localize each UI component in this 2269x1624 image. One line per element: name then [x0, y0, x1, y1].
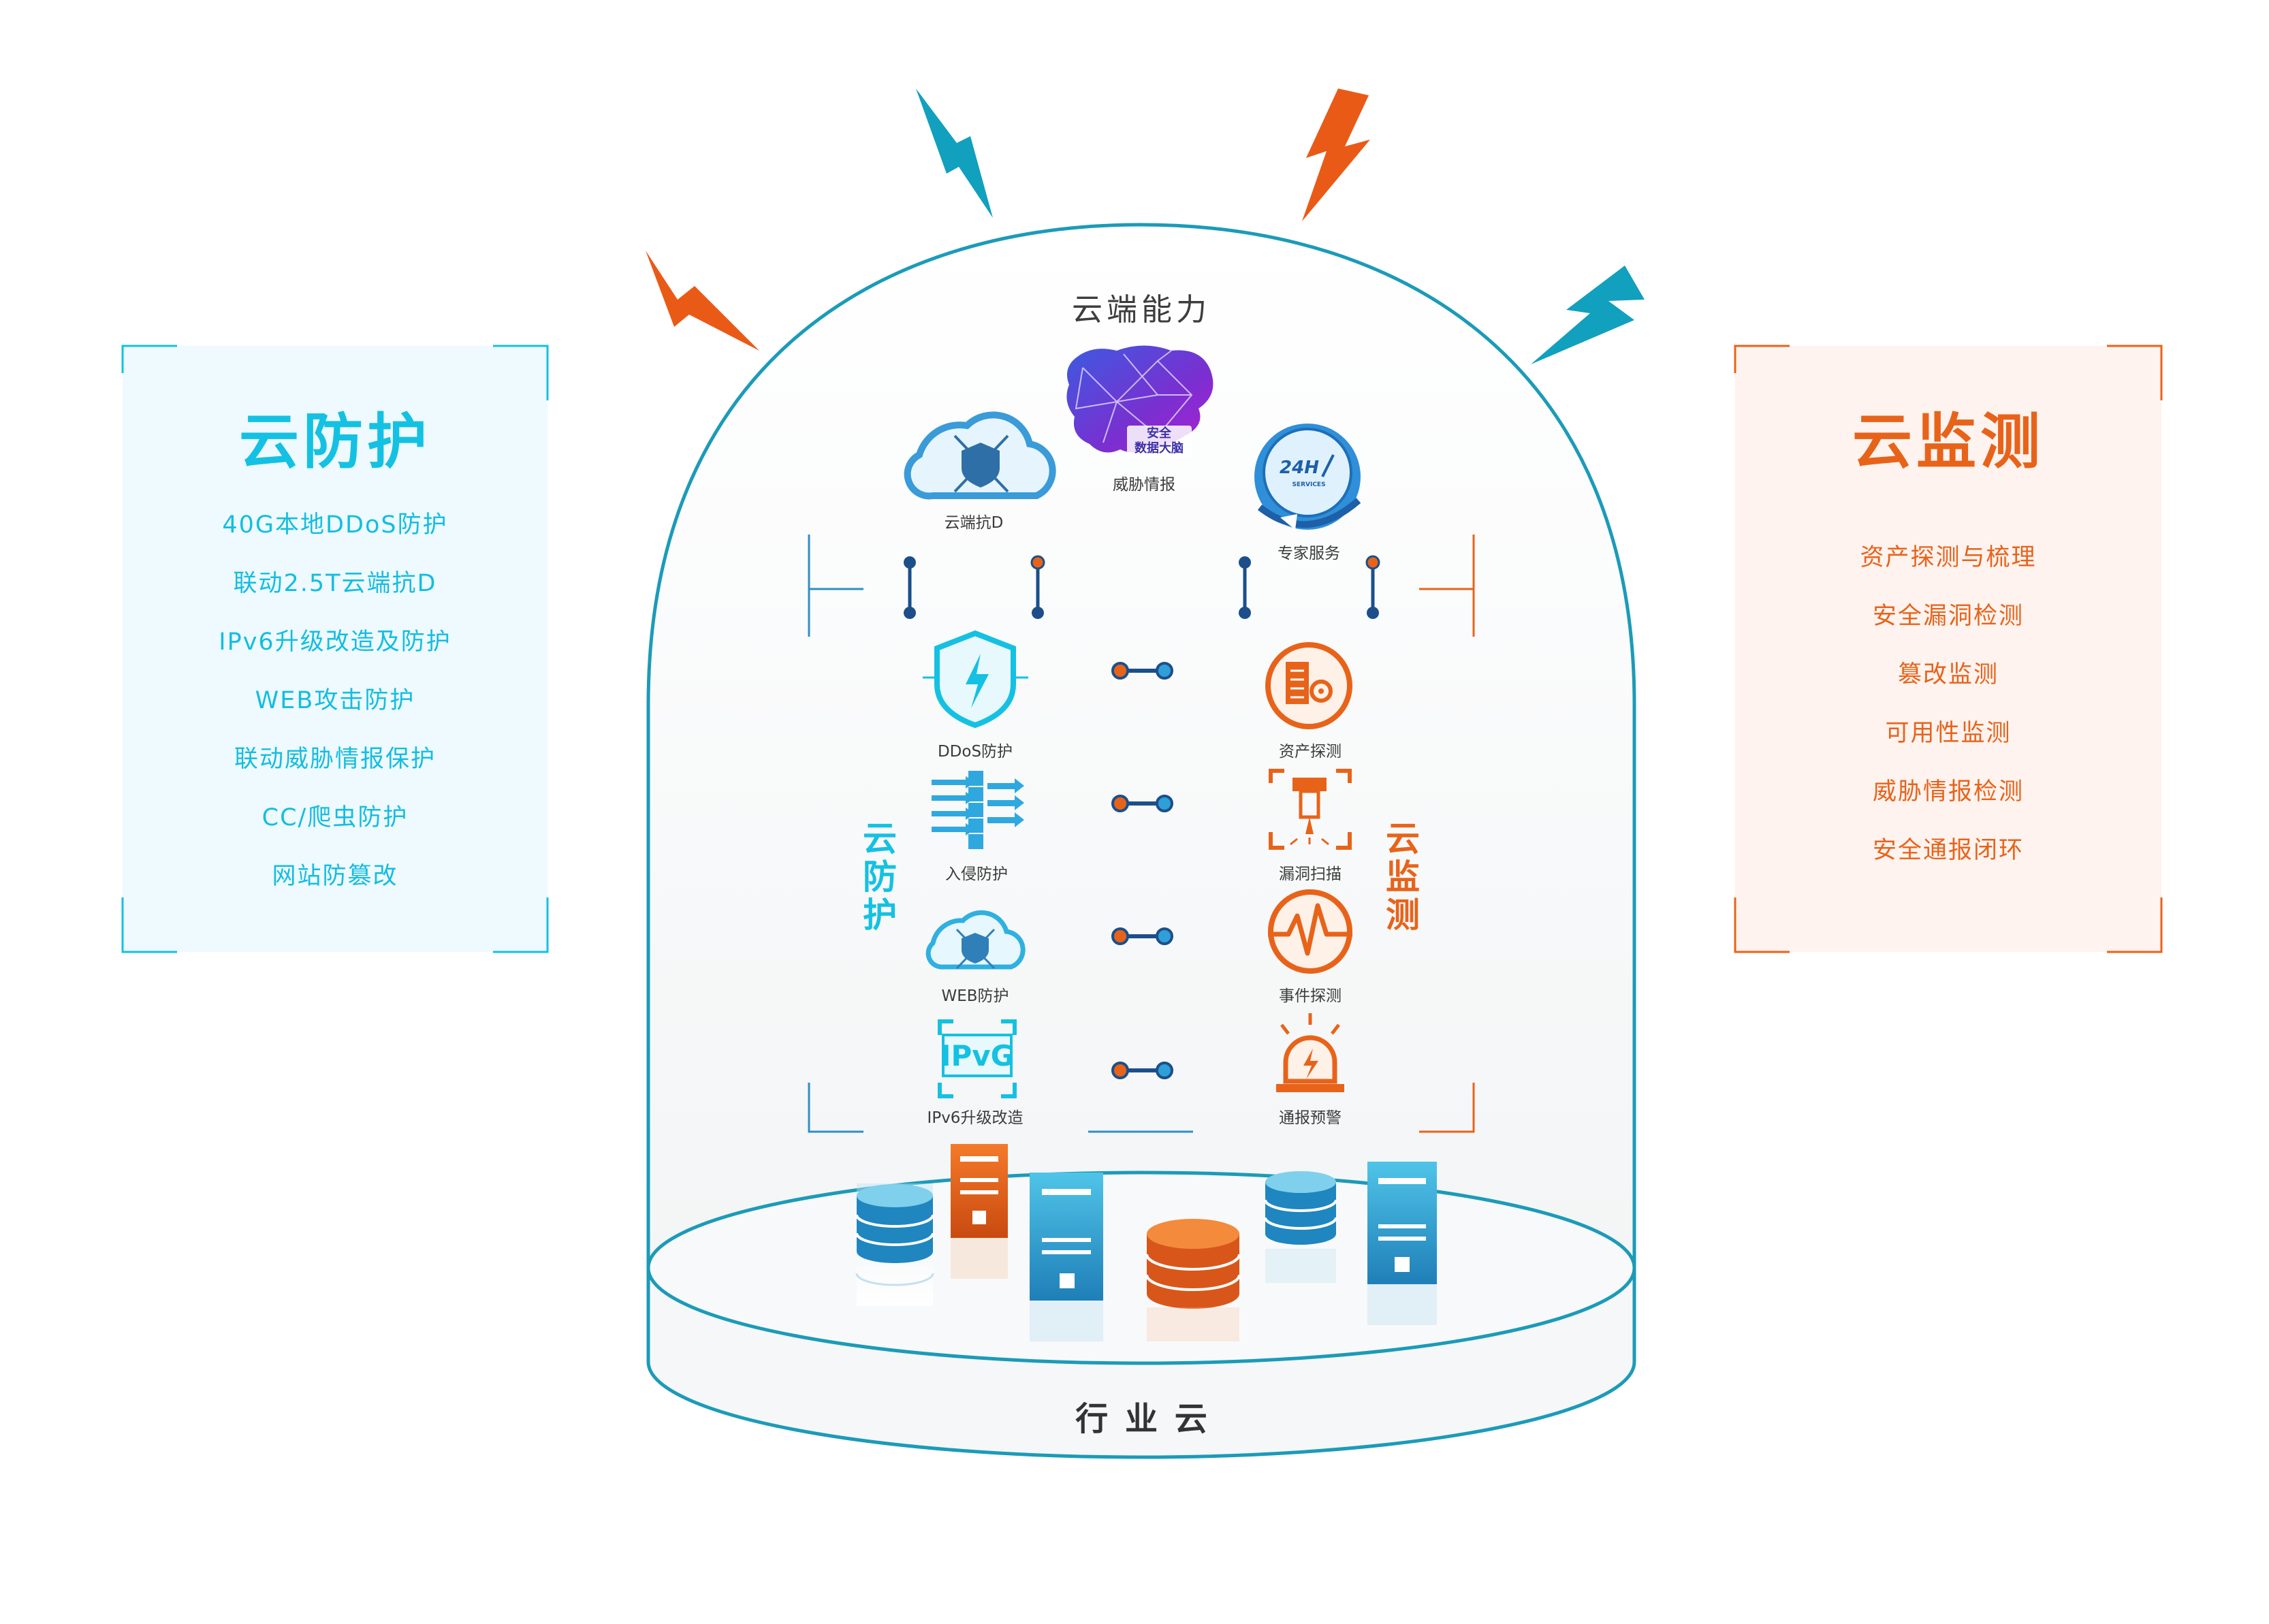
panel-title: 云防护	[238, 407, 431, 477]
brain-badge-line2: 数据大脑	[1134, 441, 1184, 456]
server-icon	[1030, 1173, 1103, 1341]
row-connectors	[1111, 662, 1173, 1079]
feature-list: 资产探测与梳理 安全漏洞检测 篡改监测 可用性监测 威胁情报检测 安全通报闭环	[1735, 528, 2161, 880]
ipv6-badge-text: IPvG	[940, 1039, 1014, 1072]
label-web-protection: WEB防护	[941, 987, 1009, 1005]
list-item: CC/爬虫防护	[261, 804, 409, 831]
cloud-monitoring-panel: 云监测 资产探测与梳理 安全漏洞检测 篡改监测 可用性监测 威胁情报检测 安全通…	[1735, 346, 2161, 952]
lightning-icon	[1531, 266, 1645, 364]
server-icon	[951, 1144, 1008, 1279]
list-item: 安全通报闭环	[1872, 837, 2024, 864]
cloud-shield-icon	[904, 411, 1056, 500]
label-intrusion-protection: 入侵防护	[945, 865, 1008, 883]
alarm-warning-icon	[1276, 1013, 1344, 1092]
base-platform-top	[646, 1171, 1636, 1365]
list-item: WEB攻击防护	[255, 687, 415, 714]
web-cloud-icon	[925, 910, 1026, 970]
lightning-icon	[1302, 89, 1370, 221]
label-expert-service: 专家服务	[1278, 545, 1340, 562]
cloud-capability-title: 云端能力	[1071, 291, 1211, 328]
list-item: 威胁情报检测	[1872, 778, 2024, 806]
security-brain-icon	[1066, 345, 1213, 458]
connector-row-3	[1111, 927, 1173, 945]
lightning-icon	[916, 89, 993, 218]
vertical-connectors	[904, 555, 1380, 619]
list-item: 40G本地DDoS防护	[222, 511, 448, 539]
label-asset-probe: 资产探测	[1279, 743, 1342, 761]
database-icon	[855, 1183, 934, 1306]
panel-title: 云监测	[1852, 407, 2044, 477]
label-event-probe: 事件探测	[1279, 987, 1342, 1005]
list-item: 网站防篡改	[272, 863, 398, 890]
dome	[646, 223, 1636, 1268]
inner-frame-right	[1419, 535, 1475, 1133]
cloud-protection-panel: 云防护 40G本地DDoS防护 联动2.5T云端抗D IPv6升级改造及防护 W…	[123, 346, 548, 952]
inner-frame-left	[808, 535, 863, 1133]
right-panel-brackets	[1734, 345, 2163, 953]
brain-badge-line1: 安全	[1147, 426, 1171, 441]
event-probe-icon	[1268, 889, 1352, 974]
vertical-label-protection: 云防护	[863, 819, 897, 935]
industry-cloud-label: 行 业 云	[1075, 1400, 1210, 1438]
connector-row-4	[1111, 1062, 1173, 1079]
24h-service-icon	[1254, 424, 1361, 530]
server-icon	[1367, 1162, 1437, 1325]
ddos-shield-icon	[923, 630, 1028, 729]
firewall-icon	[932, 771, 1024, 849]
left-panel-brackets	[121, 345, 549, 953]
list-item: IPv6升级改造及防护	[219, 628, 451, 656]
connector-row-1	[1111, 662, 1173, 680]
label-vulnerability-scan: 漏洞扫描	[1279, 865, 1342, 883]
database-icon	[1264, 1171, 1337, 1283]
list-item: 篡改监测	[1897, 661, 1999, 688]
ipv6-icon: IPvG	[938, 1019, 1017, 1098]
list-item: 可用性监测	[1885, 720, 2012, 747]
lightning-icon	[646, 251, 759, 351]
label-alarm-warning: 通报预警	[1279, 1109, 1342, 1127]
list-item: 资产探测与梳理	[1860, 544, 2037, 571]
vulnerability-scan-icon	[1269, 769, 1352, 850]
vertical-label-monitoring: 云监测	[1386, 819, 1420, 935]
label-ipv6-upgrade: IPv6升级改造	[927, 1109, 1024, 1127]
badge-24h: 24H	[1280, 458, 1319, 478]
database-icon	[1145, 1219, 1241, 1341]
list-item: 联动威胁情报保护	[234, 746, 436, 773]
connector-row-2	[1111, 795, 1173, 812]
list-item: 联动2.5T云端抗D	[233, 570, 437, 597]
list-item: 安全漏洞检测	[1872, 603, 2024, 630]
label-threat-intel: 威胁情报	[1113, 476, 1175, 494]
feature-list: 40G本地DDoS防护 联动2.5T云端抗D IPv6升级改造及防护 WEB攻击…	[123, 496, 548, 906]
asset-probe-icon	[1265, 642, 1352, 729]
label-cloud-anti-d: 云端抗D	[944, 514, 1004, 532]
badge-services: SERVICES	[1292, 481, 1326, 488]
label-ddos-protection: DDoS防护	[937, 743, 1013, 761]
